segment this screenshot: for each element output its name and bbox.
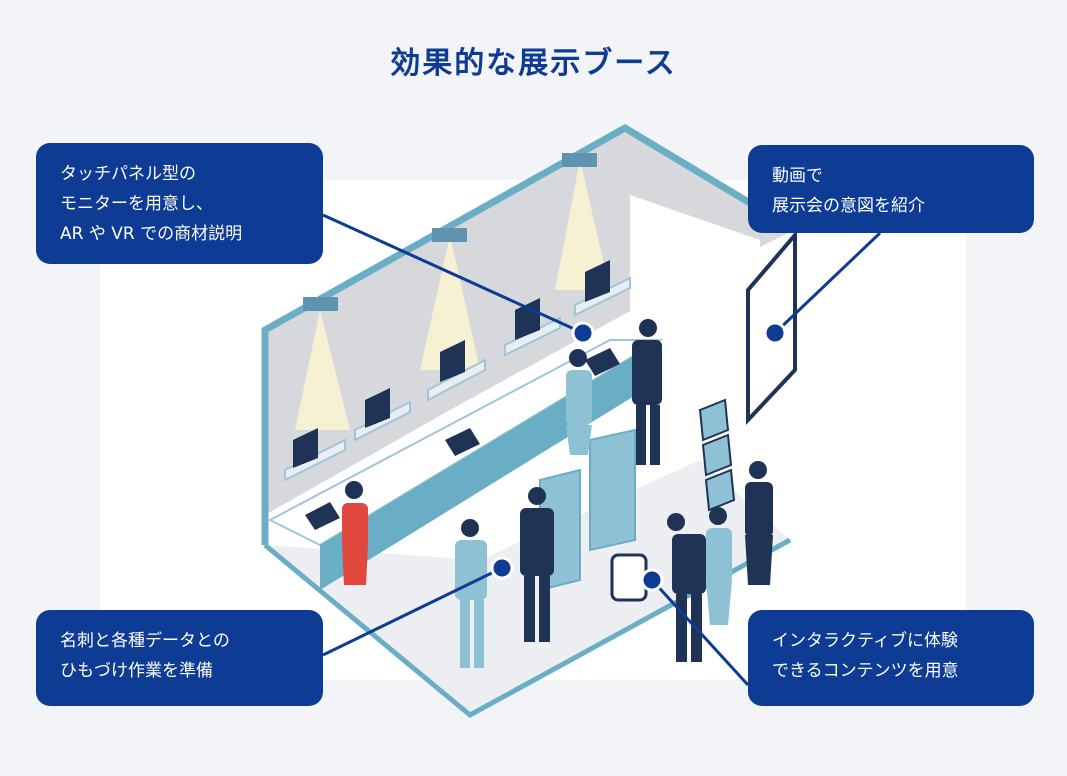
booth-side-wall xyxy=(630,195,760,420)
person xyxy=(566,349,592,455)
callout-video: 動画で 展示会の意図を紹介 xyxy=(748,145,1034,233)
person xyxy=(745,461,773,585)
callout-line: タッチパネル型の xyxy=(60,164,196,184)
counter-tablet xyxy=(305,348,620,530)
callout-line: ひもづけ作業を準備 xyxy=(60,661,213,681)
callout-line: 動画で xyxy=(772,166,823,186)
person xyxy=(632,319,662,465)
callout-interactive: インタラクティブに体験 できるコンテンツを用意 xyxy=(748,610,1034,706)
callout-business-card: 名刺と各種データとの ひもづけ作業を準備 xyxy=(36,610,323,706)
callout-line: できるコンテンツを用意 xyxy=(772,661,959,681)
callout-connector xyxy=(322,213,882,687)
callout-dot xyxy=(490,321,787,592)
person xyxy=(706,507,732,625)
brochure-rack xyxy=(698,398,736,512)
callout-line: 名刺と各種データとの xyxy=(60,631,230,651)
tablet-monitor xyxy=(293,260,610,468)
person xyxy=(342,481,368,585)
person xyxy=(455,519,487,668)
callout-line: 展示会の意図を紹介 xyxy=(772,196,925,216)
callout-line: AR や VR での商材説明 xyxy=(60,224,243,244)
light-fixture xyxy=(303,153,597,311)
callout-touch-panel: タッチパネル型の モニターを用意し、 AR や VR での商材説明 xyxy=(36,143,323,264)
page-title: 効果的な展示ブース xyxy=(390,46,677,81)
spotlight xyxy=(295,160,610,430)
callout-line: モニターを用意し、 xyxy=(60,194,213,214)
callout-line: インタラクティブに体験 xyxy=(772,631,958,651)
person xyxy=(520,487,554,642)
